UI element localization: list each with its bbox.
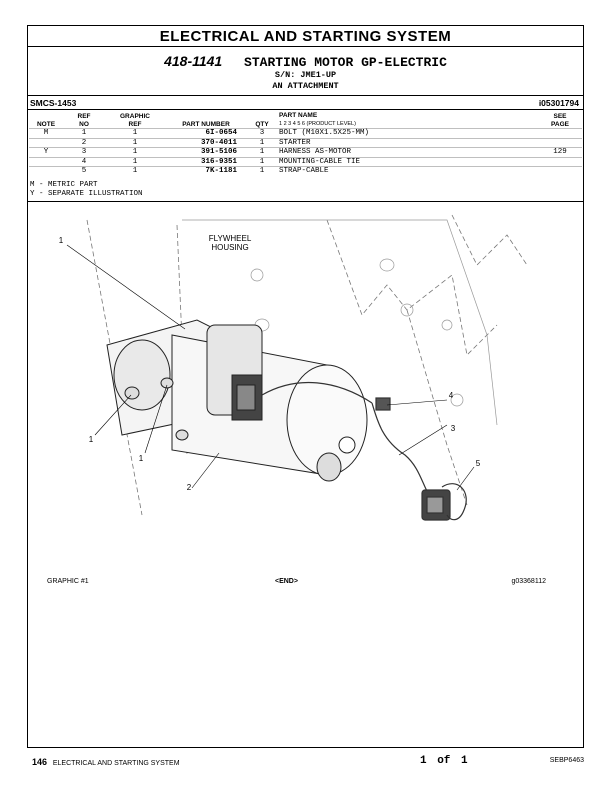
product-level-label: 1 2 3 4 5 6 (PRODUCT LEVEL) xyxy=(279,120,356,127)
cell-part-name: BOLT (M10X1.5X25-MM) xyxy=(277,128,538,138)
cell-see-page xyxy=(538,156,582,167)
smcs-code: SMCS-1453 xyxy=(30,98,77,108)
cell-graphic: 1 xyxy=(105,166,165,176)
callout-3: 3 xyxy=(451,424,456,433)
divider xyxy=(27,109,584,110)
end-marker: <END> xyxy=(275,578,298,585)
page-footer-left: 146 ELECTRICAL AND STARTING SYSTEM xyxy=(32,757,180,767)
cell-part-name: HARNESS AS-MOTOR xyxy=(277,147,538,157)
cell-see-page xyxy=(538,128,582,138)
cell-part-number: 391-5106 xyxy=(165,147,247,157)
housing-outline xyxy=(182,219,498,426)
cell-graphic: 1 xyxy=(105,137,165,148)
note-separate-illustration: Y - SEPARATE ILLUSTRATION xyxy=(30,190,143,198)
leader-lines xyxy=(66,244,475,491)
graphic-id: g03368112 xyxy=(511,578,546,585)
callout-5: 5 xyxy=(476,459,481,468)
callout-1: 1 xyxy=(139,454,144,463)
callout-labels: 1 1 1 2 3 4 5 xyxy=(59,236,481,492)
cell-graphic: 1 xyxy=(105,147,165,157)
cell-part-number: 6I-0654 xyxy=(165,128,247,138)
section-title: ELECTRICAL AND STARTING SYSTEM xyxy=(27,25,584,47)
cell-part-number: 370-4011 xyxy=(165,137,247,148)
wiring-harness xyxy=(261,381,467,521)
housing-label-line2: HOUSING xyxy=(211,243,248,252)
starter-motor xyxy=(106,319,368,482)
col-note: NOTE xyxy=(36,120,56,128)
cell-ref: 1 xyxy=(63,128,105,138)
parts-illustration: FLYWHEEL HOUSING 1 1 1 2 xyxy=(59,214,528,521)
cell-part-name: MOUNTING-CABLE TIE xyxy=(277,156,538,167)
cell-qty: 1 xyxy=(247,137,277,148)
table-row: 4 1 316-9351 1 MOUNTING-CABLE TIE xyxy=(29,156,582,167)
cell-qty: 3 xyxy=(247,128,277,138)
table-row: 5 1 7K-1181 1 STRAP-CABLE xyxy=(29,166,582,176)
group-part-number: 418-1141 xyxy=(164,53,223,69)
housing-label-line1: FLYWHEEL xyxy=(209,234,252,243)
graphic-number: GRAPHIC #1 xyxy=(47,578,89,585)
cell-part-name: STRAP-CABLE xyxy=(277,166,538,176)
divider xyxy=(27,201,584,202)
col-qty: QTY xyxy=(255,120,269,128)
cell-part-number: 7K-1181 xyxy=(165,166,247,176)
cell-note xyxy=(29,166,63,176)
col-part-number: PART NUMBER xyxy=(182,120,230,128)
callout-4: 4 xyxy=(449,391,454,400)
footer-section: ELECTRICAL AND STARTING SYSTEM xyxy=(52,760,180,767)
table-row: M 1 1 6I-0654 3 BOLT (M10X1.5X25-MM) xyxy=(29,128,582,138)
cell-graphic: 1 xyxy=(105,156,165,167)
cell-graphic: 1 xyxy=(105,128,165,138)
cell-see-page xyxy=(538,166,582,176)
page-of: 1 of 1 xyxy=(420,755,468,767)
illustration-id: i05301794 xyxy=(538,98,579,108)
cell-see-page: 129 xyxy=(538,147,582,157)
cell-ref: 4 xyxy=(63,156,105,167)
cell-note: Y xyxy=(29,147,63,157)
callout-1: 1 xyxy=(89,435,94,444)
callout-2: 2 xyxy=(187,483,192,492)
divider xyxy=(27,95,584,96)
cell-ref: 3 xyxy=(63,147,105,157)
cell-note xyxy=(29,137,63,148)
group-title: 418-1141 STARTING MOTOR GP-ELECTRIC xyxy=(27,53,584,70)
cell-qty: 1 xyxy=(247,166,277,176)
cell-part-name: STARTER xyxy=(277,137,538,148)
applicability: AN ATTACHMENT xyxy=(272,81,339,91)
callout-1: 1 xyxy=(59,236,64,245)
document-id: SEBP6463 xyxy=(549,757,584,764)
table-row: Y 3 1 391-5106 1 HARNESS AS-MOTOR 129 xyxy=(29,147,582,157)
cell-qty: 1 xyxy=(247,147,277,157)
cell-note: M xyxy=(29,128,63,138)
page-number: 146 xyxy=(32,757,48,767)
housing-label: FLYWHEEL HOUSING xyxy=(209,234,252,252)
cell-ref: 2 xyxy=(63,137,105,148)
cell-see-page xyxy=(538,137,582,148)
cell-note xyxy=(29,156,63,167)
note-metric: M - METRIC PART xyxy=(30,181,98,189)
cell-qty: 1 xyxy=(247,156,277,167)
serial-number: S/N: JME1-UP xyxy=(274,70,337,80)
table-row: 2 1 370-4011 1 STARTER xyxy=(29,137,582,148)
cell-ref: 5 xyxy=(63,166,105,176)
group-name: STARTING MOTOR GP-ELECTRIC xyxy=(244,55,447,70)
cell-part-number: 316-9351 xyxy=(165,156,247,167)
